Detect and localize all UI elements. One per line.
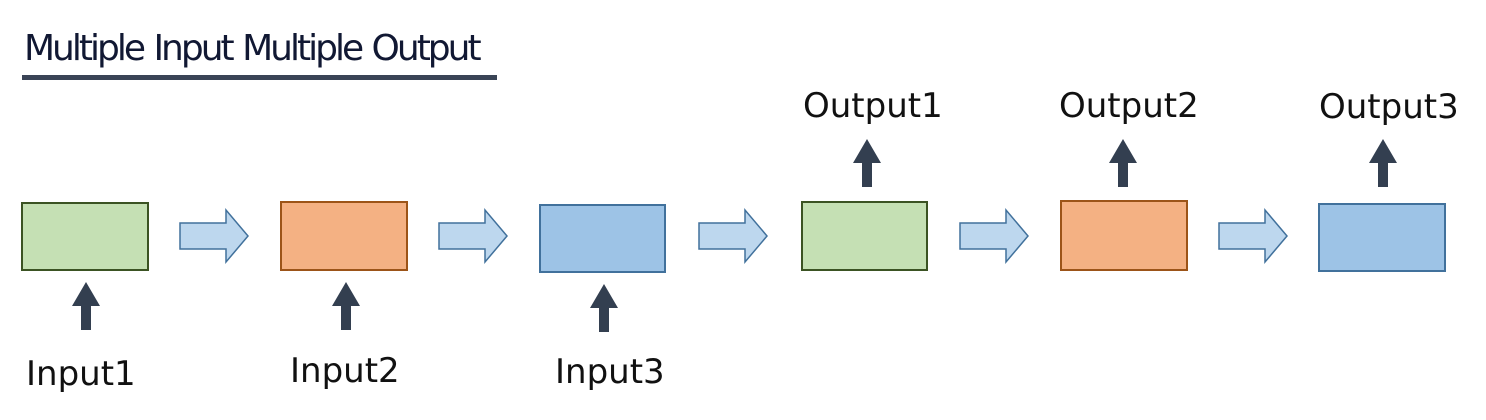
step-box-3 (539, 204, 666, 273)
input-label-2: Input2 (290, 351, 400, 391)
output-label-3: Output3 (1319, 87, 1459, 127)
title-underline (22, 75, 497, 80)
diagram-title: Multiple Input Multiple Output (24, 28, 482, 69)
step-box-5 (1060, 200, 1188, 271)
flow-arrow-3 (698, 207, 768, 265)
input-arrow-1 (72, 282, 100, 330)
input-label-3: Input3 (555, 352, 665, 392)
step-box-4 (801, 201, 928, 271)
step-box-1 (21, 202, 149, 271)
flow-arrow-2 (438, 207, 508, 265)
output-arrow-1 (853, 139, 881, 187)
output-arrow-3 (1369, 139, 1397, 187)
output-label-2: Output2 (1059, 86, 1199, 126)
input-arrow-3 (590, 284, 618, 332)
input-label-1: Input1 (26, 354, 136, 394)
input-arrow-2 (332, 282, 360, 330)
step-box-2 (280, 201, 408, 271)
step-box-6 (1318, 203, 1446, 272)
flow-arrow-5 (1218, 207, 1288, 265)
flow-arrow-1 (179, 207, 249, 265)
flow-arrow-4 (959, 207, 1029, 265)
output-arrow-2 (1109, 139, 1137, 187)
output-label-1: Output1 (803, 86, 943, 126)
